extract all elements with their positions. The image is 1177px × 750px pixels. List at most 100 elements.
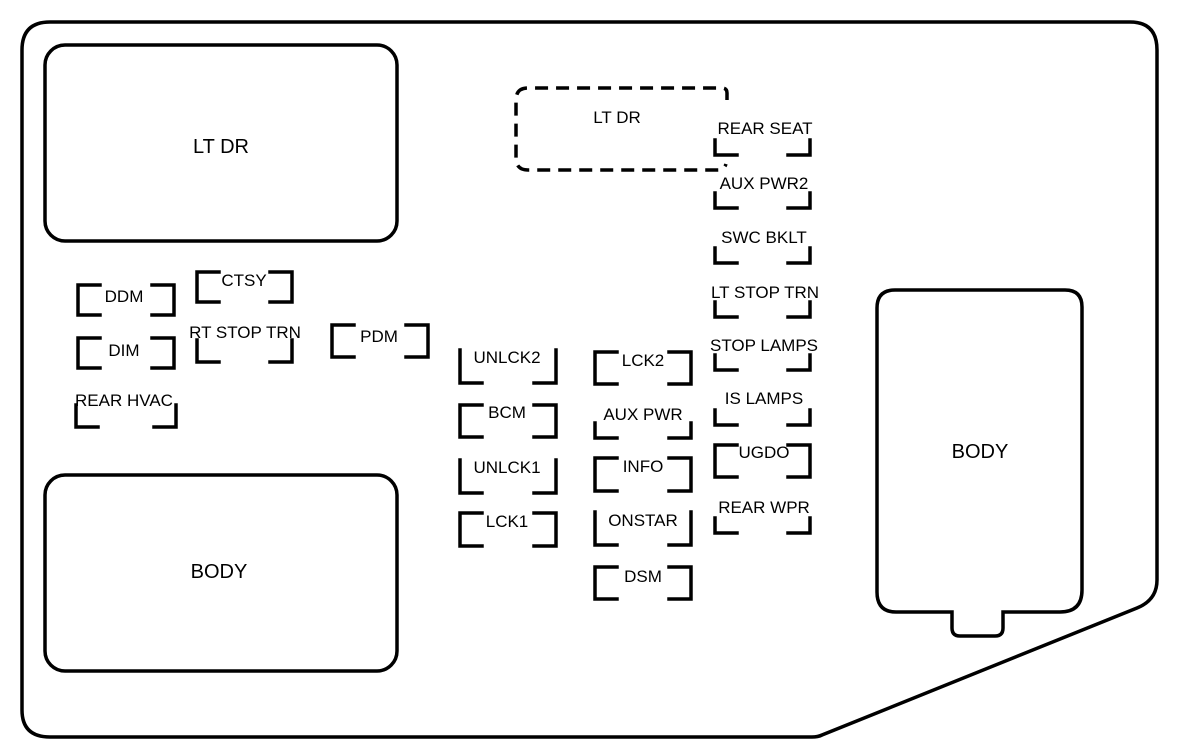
fuse-lck2[interactable]: LCK2 xyxy=(593,350,693,386)
fuse-dsm[interactable]: DSM xyxy=(593,565,693,601)
fuse-bracket-left xyxy=(713,408,739,427)
fuse-pdm[interactable]: PDM xyxy=(330,323,430,359)
fuse-bracket-left xyxy=(76,283,102,317)
fuse-bracket-right xyxy=(786,408,812,427)
fuse-bracket-left xyxy=(713,516,739,535)
fuse-bracket-right xyxy=(786,138,812,157)
fuse-bracket-left xyxy=(458,511,484,548)
fuse-bracket-left xyxy=(458,458,484,495)
fuse-aux-pwr[interactable]: AUX PWR xyxy=(593,405,693,440)
fuse-label: BCM xyxy=(488,403,526,422)
fuse-bracket-right xyxy=(786,191,812,210)
relay-body-right[interactable]: BODY xyxy=(875,288,1084,638)
relay-lt-dr[interactable]: LT DR xyxy=(43,43,399,243)
fuse-label: DSM xyxy=(624,567,662,586)
fuse-lck1[interactable]: LCK1 xyxy=(458,511,558,548)
fuse-bracket-left xyxy=(593,421,619,440)
fuse-bracket-left xyxy=(195,338,221,364)
fuse-label: SWC BKLT xyxy=(721,228,807,247)
fuse-bracket-right xyxy=(532,511,558,548)
fuse-aux-pwr2[interactable]: AUX PWR2 xyxy=(713,174,812,210)
fuse-label: LCK1 xyxy=(486,512,529,531)
fuse-rear-seat[interactable]: REAR SEAT xyxy=(713,119,813,157)
fuse-bracket-left xyxy=(74,403,100,429)
fuse-bracket-right xyxy=(268,270,294,304)
fuse-bracket-left xyxy=(593,510,619,547)
fuse-bracket-right xyxy=(150,336,176,370)
fuse-bracket-right xyxy=(404,323,430,359)
fuse-bracket-right xyxy=(532,348,558,385)
fuse-stop-lamps[interactable]: STOP LAMPS xyxy=(710,336,818,372)
fuse-bracket-left xyxy=(713,138,739,157)
fuse-bracket-left xyxy=(713,191,739,210)
fuse-label: IS LAMPS xyxy=(725,389,803,408)
fuse-label: STOP LAMPS xyxy=(710,336,818,355)
fuse-bracket-right xyxy=(786,516,812,535)
relay-lt-dr-label: LT DR xyxy=(193,136,249,158)
fuse-bracket-left xyxy=(593,565,619,601)
fuse-ctsy[interactable]: CTSY xyxy=(195,270,294,304)
fuse-bracket-left xyxy=(330,323,356,359)
fuse-label: PDM xyxy=(360,327,398,346)
fuse-bracket-right xyxy=(532,403,558,439)
fuse-bracket-left xyxy=(593,456,619,493)
relay-body-right-label: BODY xyxy=(952,441,1009,463)
fuse-bracket-left xyxy=(593,350,619,386)
fuse-bracket-right xyxy=(786,246,812,265)
fuse-label: DDM xyxy=(105,287,144,306)
fuse-rear-hvac[interactable]: REAR HVAC xyxy=(74,391,178,429)
fuse-label: AUX PWR2 xyxy=(720,174,809,193)
fuse-label: DIM xyxy=(108,341,139,360)
fuse-label: RT STOP TRN xyxy=(189,323,301,342)
fuse-ddm[interactable]: DDM xyxy=(76,283,176,317)
fuse-label: UGDO xyxy=(739,443,790,462)
fuse-label: UNLCK2 xyxy=(473,348,540,367)
fuse-ugdo[interactable]: UGDO xyxy=(713,443,812,479)
fuse-unlck2[interactable]: UNLCK2 xyxy=(458,348,558,385)
fuse-dim[interactable]: DIM xyxy=(76,336,176,370)
fuse-bracket-right xyxy=(532,458,558,495)
relay-lt-dr-optional-label: LT DR xyxy=(593,108,641,127)
fuse-bracket-left xyxy=(713,443,739,479)
fuse-bracket-right xyxy=(667,421,693,440)
fuse-rear-wpr[interactable]: REAR WPR xyxy=(713,498,812,535)
fuse-block-outline xyxy=(20,20,1159,739)
fuse-bcm[interactable]: BCM xyxy=(458,403,558,439)
fuse-bracket-right xyxy=(667,510,693,547)
fuse-label: UNLCK1 xyxy=(473,458,540,477)
fuse-lt-stop-trn[interactable]: LT STOP TRN xyxy=(711,283,819,319)
fuse-bracket-left xyxy=(458,348,484,385)
relay-body-left[interactable]: BODY xyxy=(43,473,399,673)
fuse-bracket-right xyxy=(786,353,812,372)
relay-lt-dr-optional[interactable]: LT DR xyxy=(514,86,729,172)
fuse-bracket-left xyxy=(195,270,221,304)
fuse-bracket-right xyxy=(667,350,693,386)
fuse-label: LT STOP TRN xyxy=(711,283,819,302)
fuse-bracket-left xyxy=(713,353,739,372)
fuse-bracket-right xyxy=(786,443,812,479)
fuse-label: REAR WPR xyxy=(718,498,810,517)
fuse-bracket-right xyxy=(150,283,176,317)
fuse-info[interactable]: INFO xyxy=(593,456,693,493)
fuse-bracket-left xyxy=(713,300,739,319)
fuse-bracket-right xyxy=(667,565,693,601)
fuse-onstar[interactable]: ONSTAR xyxy=(593,510,693,547)
fuse-bracket-right xyxy=(667,456,693,493)
fuse-bracket-left xyxy=(713,246,739,265)
fuse-label: CTSY xyxy=(221,271,266,290)
fuse-bracket-right xyxy=(268,338,294,364)
fuse-bracket-left xyxy=(458,403,484,439)
fuse-unlck1[interactable]: UNLCK1 xyxy=(458,458,558,495)
fuse-swc-bklt[interactable]: SWC BKLT xyxy=(713,228,812,265)
fuse-label: REAR SEAT xyxy=(717,119,812,138)
fuse-rt-stop-trn[interactable]: RT STOP TRN xyxy=(189,323,301,364)
relay-body-left-label: BODY xyxy=(191,561,248,583)
fuse-label: INFO xyxy=(623,457,664,476)
fuse-bracket-left xyxy=(76,336,102,370)
fuse-is-lamps[interactable]: IS LAMPS xyxy=(713,389,812,427)
fuse-bracket-right xyxy=(786,300,812,319)
fuse-bracket-right xyxy=(152,403,178,429)
fuse-label: LCK2 xyxy=(622,351,665,370)
fuse-label: REAR HVAC xyxy=(75,391,173,410)
